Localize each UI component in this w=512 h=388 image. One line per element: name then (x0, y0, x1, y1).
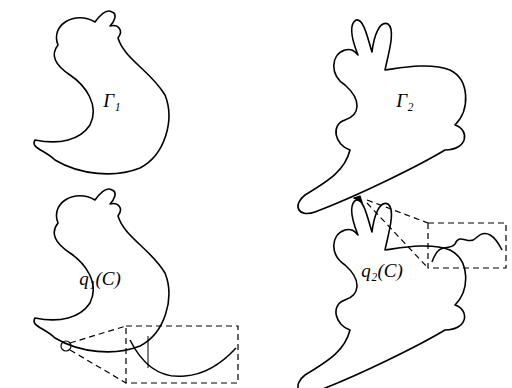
shape-label: q₂(C) (361, 261, 402, 280)
contour (34, 11, 169, 174)
outline-gamma2: Γ₂ (290, 15, 475, 223)
contour (34, 189, 169, 352)
contour (298, 200, 466, 388)
shape-outline (290, 195, 475, 388)
shape-label: Γ₂ (396, 91, 413, 110)
shape-label: Γ₁ (103, 91, 120, 110)
shape-label: q₁(C) (79, 269, 120, 288)
outline-gamma1: Γ₁ (30, 5, 180, 183)
zoom-leaders (70, 200, 506, 383)
shape-outline (290, 15, 475, 223)
zoomed-curve (130, 340, 236, 376)
outline-q1: q₁(C) (30, 183, 180, 363)
outline-q2: q₂(C) (290, 195, 475, 388)
contour (298, 20, 466, 214)
